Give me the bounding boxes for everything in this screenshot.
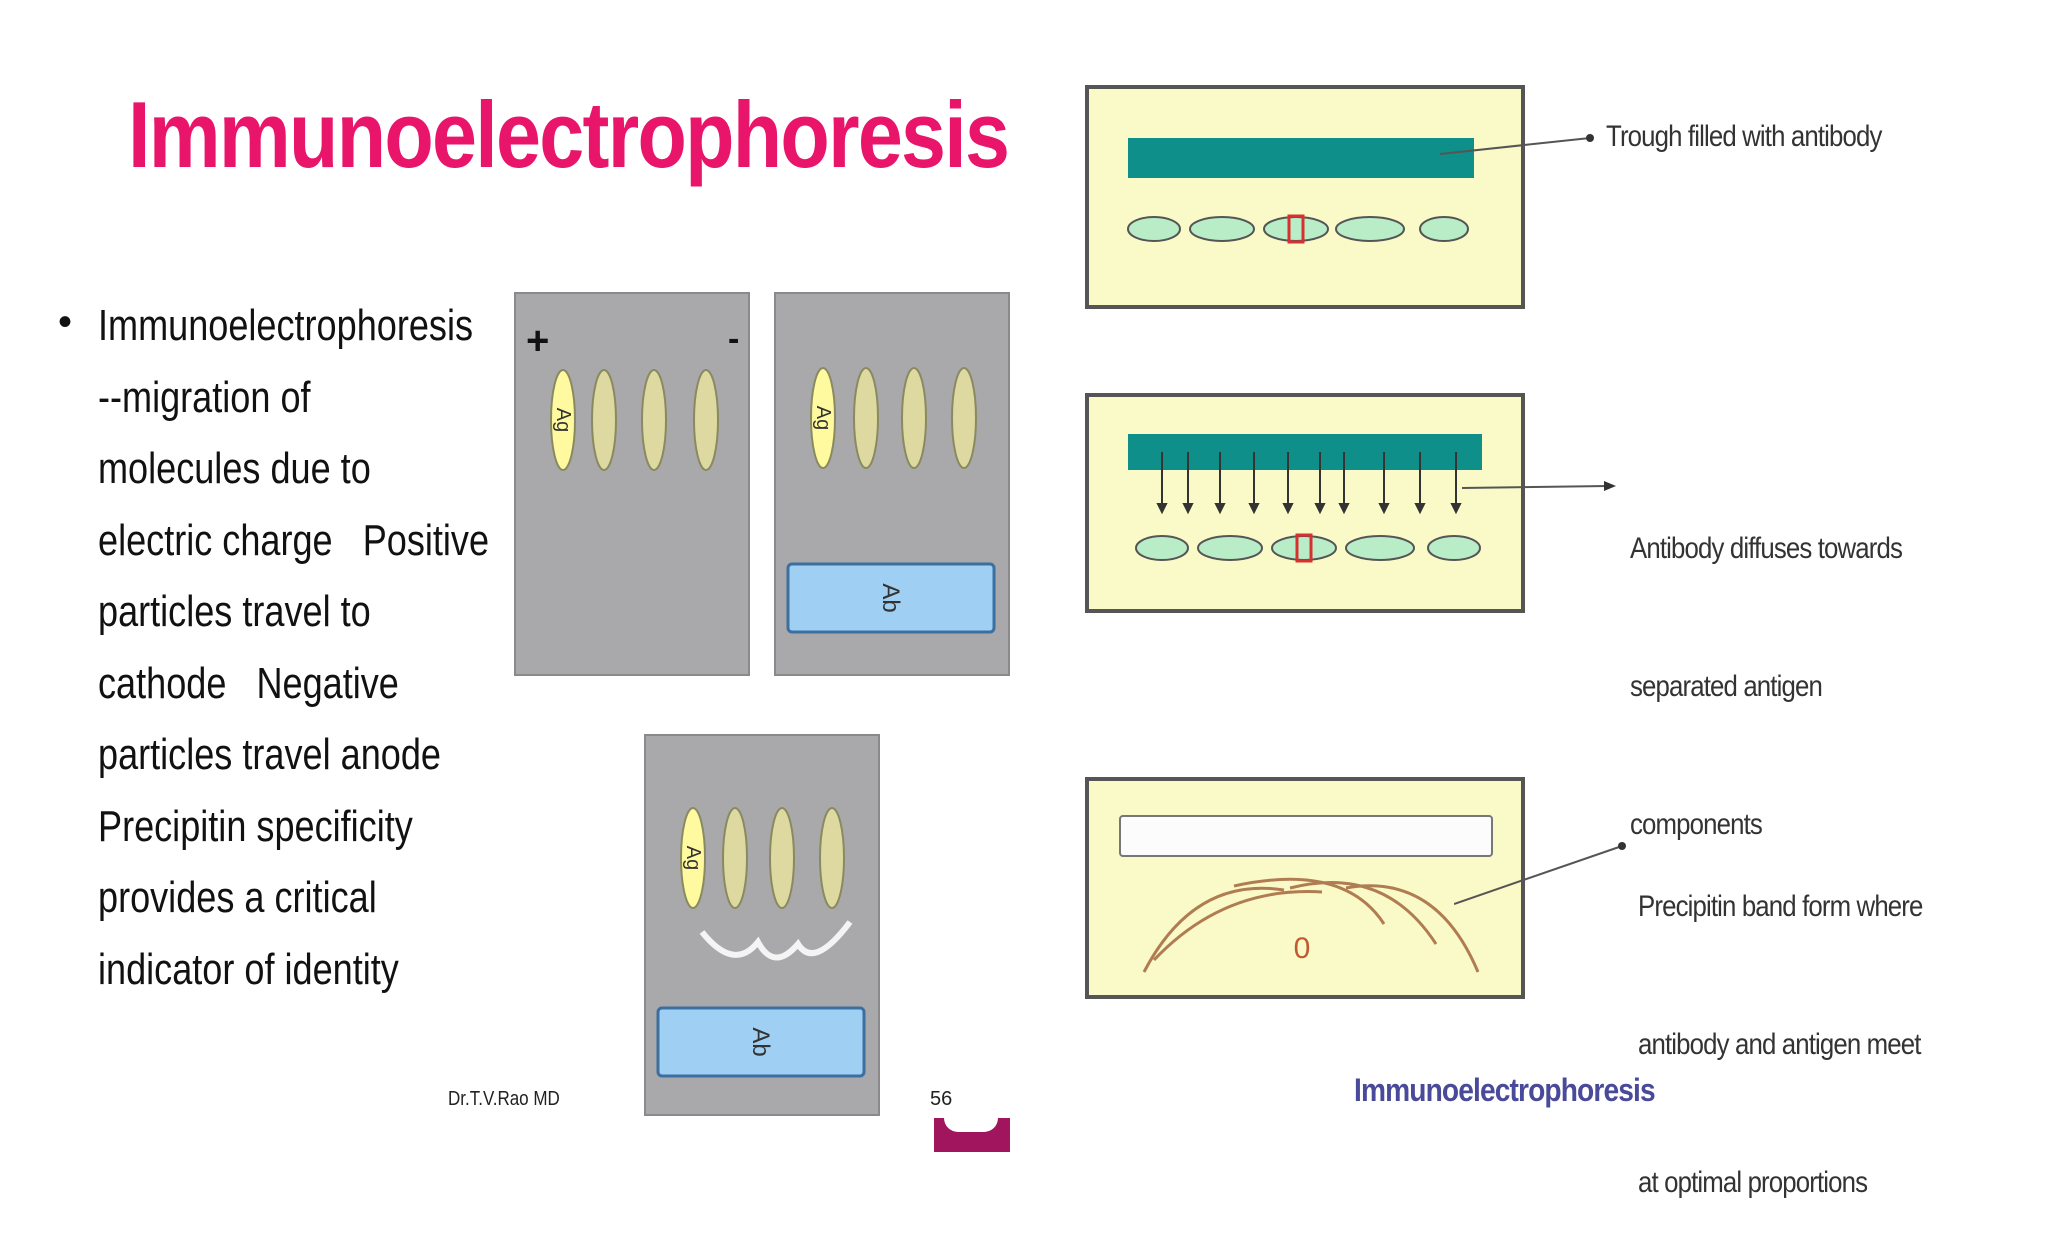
footer-tab-decoration bbox=[934, 1118, 1010, 1152]
antigen-well bbox=[769, 807, 795, 909]
antigen-well bbox=[853, 367, 879, 469]
step-2-annotation-line: components bbox=[1630, 808, 1763, 841]
step-1-diagram bbox=[1085, 85, 1525, 309]
minus-sign: - bbox=[728, 320, 739, 358]
bullet-line: cathode Negative bbox=[98, 658, 399, 708]
electrophoresis-panel-1: + - Ag bbox=[514, 292, 750, 676]
step-3-diagram: 0 bbox=[1085, 777, 1525, 999]
antigen-well bbox=[722, 807, 748, 909]
bullet-line: --migration of bbox=[98, 372, 311, 422]
antigen-well bbox=[819, 807, 845, 909]
trough-label-ab: Ab bbox=[747, 1027, 774, 1056]
step-2-diagram bbox=[1085, 393, 1525, 613]
agar-slide bbox=[1085, 85, 1525, 309]
trough-label-ab: Ab bbox=[877, 583, 904, 612]
antigen-well bbox=[1263, 216, 1329, 242]
well-label-ag: Ag bbox=[552, 408, 574, 432]
sample-marker bbox=[1295, 533, 1313, 563]
step-1-annotation: Trough filled with antibody bbox=[1606, 120, 1882, 153]
antigen-well bbox=[641, 369, 667, 471]
antigen-well bbox=[1335, 216, 1405, 242]
slide-title: Immunoelectrophoresis bbox=[128, 82, 1010, 187]
antibody-trough bbox=[656, 1006, 866, 1078]
antigen-well bbox=[901, 367, 927, 469]
diffusion-arrows bbox=[1156, 452, 1462, 515]
antigen-well bbox=[1197, 535, 1263, 561]
bullet-line: Immunoelectrophoresis bbox=[98, 301, 474, 350]
antigen-well bbox=[680, 807, 706, 909]
antigen-well bbox=[1345, 535, 1415, 561]
precipitin-bands bbox=[1142, 877, 1480, 973]
step-3-annotation: Precipitin band form where antibody and … bbox=[1638, 792, 1923, 1252]
panel-3-drawing: Ag Ab bbox=[656, 807, 866, 1078]
well-label-o: 0 bbox=[1294, 932, 1311, 965]
step-3-annotation-line: at optimal proportions bbox=[1638, 1166, 1868, 1199]
antigen-well bbox=[1135, 535, 1189, 561]
antibody-trough bbox=[1128, 434, 1482, 470]
bullet-line: indicator of identity bbox=[98, 944, 399, 994]
electrophoresis-panel-3: Ag Ab bbox=[644, 734, 880, 1116]
figure-caption: Immunoelectrophoresis bbox=[1354, 1072, 1656, 1108]
antigen-well bbox=[1419, 216, 1469, 242]
bullet-line: Precipitin specificity bbox=[98, 801, 413, 851]
bullet-line: particles travel anode bbox=[98, 730, 441, 779]
precipitin-arcs bbox=[699, 920, 853, 961]
well-label-ag: Ag bbox=[812, 406, 834, 430]
electrophoresis-panel-2: Ag Ab bbox=[774, 292, 1010, 676]
antigen-well bbox=[550, 369, 576, 471]
panel-2-drawing: Ag Ab bbox=[786, 367, 996, 634]
antibody-trough bbox=[786, 562, 996, 634]
antigen-well bbox=[1271, 535, 1337, 561]
antibody-trough bbox=[1128, 138, 1474, 178]
plus-sign: + bbox=[526, 319, 549, 363]
step-3-pointer bbox=[1454, 842, 1626, 905]
step-2-pointer bbox=[1462, 481, 1616, 491]
antibody-trough bbox=[1119, 815, 1493, 857]
bullet-line: provides a critical bbox=[98, 873, 377, 922]
antigen-well bbox=[951, 367, 977, 469]
antigen-well bbox=[810, 367, 836, 469]
page-number: 56 bbox=[930, 1088, 953, 1110]
bullet-line: molecules due to bbox=[98, 444, 371, 493]
panel-1-drawing: + - Ag bbox=[526, 319, 739, 471]
step-1-pointer bbox=[1440, 134, 1594, 155]
bullet-line: electric charge Positive bbox=[98, 515, 490, 565]
bullet-dot-icon: • bbox=[58, 300, 73, 344]
step-2-annotation: Antibody diffuses towards separated anti… bbox=[1630, 434, 1903, 894]
antigen-well bbox=[693, 369, 719, 471]
antigen-well bbox=[1189, 216, 1255, 242]
antigen-well bbox=[591, 369, 617, 471]
antigen-well bbox=[1127, 216, 1181, 242]
antigen-well bbox=[1427, 535, 1481, 561]
author-footer: Dr.T.V.Rao MD bbox=[448, 1088, 560, 1110]
step-2-annotation-line: Antibody diffuses towards bbox=[1630, 532, 1903, 565]
bullet-text: Immunoelectrophoresis --migration of mol… bbox=[98, 290, 557, 1005]
step-3-annotation-line: Precipitin band form where bbox=[1638, 890, 1923, 923]
sample-marker bbox=[1287, 214, 1305, 244]
bullet-line: particles travel to bbox=[98, 587, 371, 636]
step-3-annotation-line: antibody and antigen meet bbox=[1638, 1028, 1921, 1061]
well-label-ag: Ag bbox=[682, 846, 704, 870]
step-2-annotation-line: separated antigen bbox=[1630, 670, 1823, 703]
